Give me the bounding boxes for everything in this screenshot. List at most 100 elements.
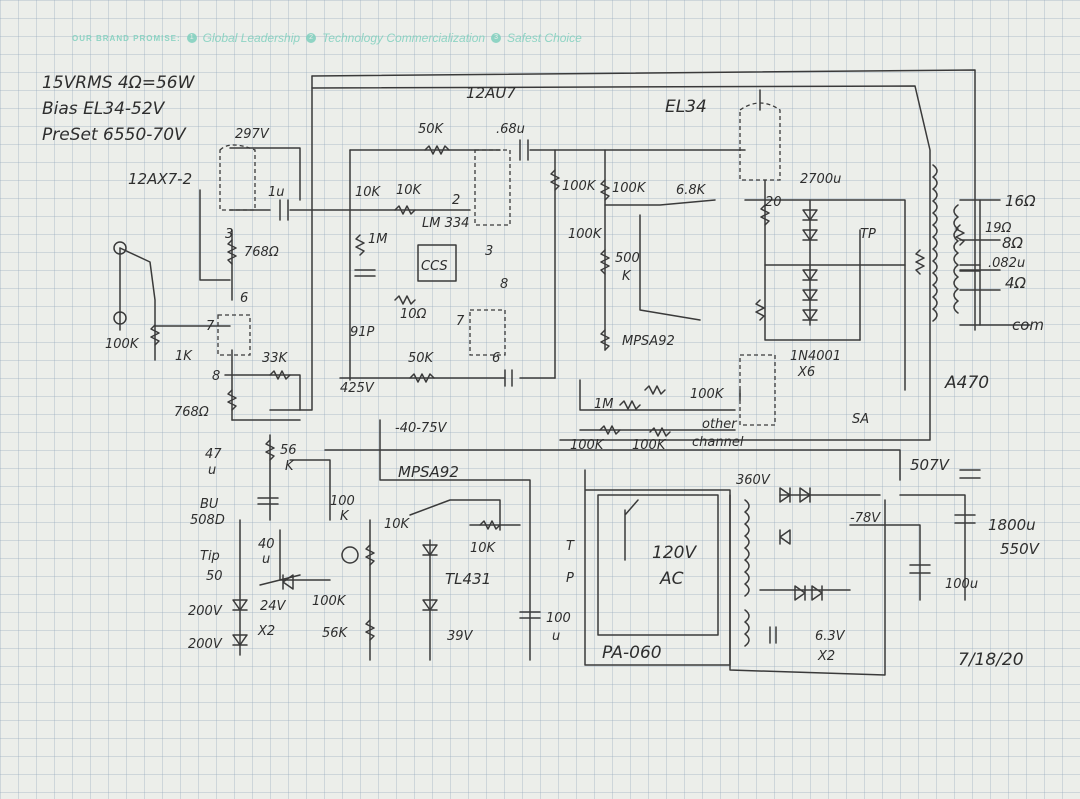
label-297v: 297V (235, 127, 270, 142)
label-pin-8-ax7: 8 (212, 369, 220, 384)
brand-item-number-2: 2 (306, 33, 317, 43)
label-40-unit: u (262, 552, 270, 567)
label-com: com (1012, 316, 1044, 334)
label-550v: 550V (1000, 540, 1041, 558)
label-tip: Tip (200, 549, 220, 564)
brand-item-2: Technology Commercialization (322, 31, 486, 45)
tube-el34-bottom (739, 354, 776, 426)
label-40-75v: -40-75V (395, 421, 447, 436)
label-33k: 33K (262, 351, 289, 366)
label-mpsa92-b: MPSA92 (398, 463, 459, 481)
label-date: 7/18/20 (958, 650, 1024, 670)
tube-envelopes (217, 102, 781, 426)
label-100k-low: 100K (312, 594, 347, 609)
label-tp2-t: T (566, 539, 575, 554)
label-6-8k: 6.8K (676, 183, 707, 198)
label-47-unit: u (208, 463, 216, 478)
label-sa: SA (852, 412, 869, 427)
label-500: 500 (615, 251, 640, 266)
label-bu: BU (200, 497, 219, 512)
brand-promise-header: OUR BRAND PROMISE: 1 Global Leadership 2… (72, 30, 582, 46)
label-100-side: 100 (330, 494, 355, 509)
label-tp2-p: P (566, 571, 574, 586)
tube-12ax7-top (219, 144, 256, 211)
tube-12au7-top (474, 149, 511, 226)
note-preset: PreSet 6550-70V (42, 125, 187, 145)
label-508d: 508D (190, 513, 225, 528)
labels: 15VRMS 4Ω=56W Bias EL34-52V PreSet 6550-… (42, 73, 1044, 670)
label-507v: 507V (910, 456, 951, 474)
brand-promise-lead: OUR BRAND PROMISE: (72, 33, 181, 43)
label-100k-b: 100K (612, 181, 647, 196)
diodes (232, 209, 823, 646)
transformer-label: A470 (944, 373, 989, 393)
label-100u: 100 (546, 611, 571, 626)
label-768-lower: 768Ω (174, 405, 209, 420)
label-10k-b: 10K (396, 183, 423, 198)
label-100-side-unit: K (340, 509, 350, 524)
tube-12ax7-bottom (217, 314, 251, 356)
label-120v: 120V (652, 543, 697, 563)
label-78v: -78V (850, 511, 881, 526)
label-tp: TP (860, 227, 876, 242)
label-1k: 1K (175, 349, 193, 364)
label-68u: .68u (496, 122, 525, 137)
resistors (150, 145, 965, 641)
label-pin-7-au7: 7 (456, 314, 465, 329)
power-transformer (744, 499, 750, 647)
label-1n4001: 1N4001 (790, 349, 841, 364)
brand-item-1: Global Leadership (202, 31, 301, 45)
label-500-unit: K (622, 269, 632, 284)
label-200v-2: 200V (188, 637, 223, 652)
label-100k-a: 100K (562, 179, 597, 194)
label-47: 47 (205, 447, 222, 462)
label-40: 40 (258, 537, 275, 552)
power-switch (624, 499, 639, 561)
label-10k-c: 10K (384, 517, 411, 532)
ccs-label: CCS (421, 259, 448, 274)
brand-item-number-1: 1 (186, 33, 197, 43)
label-082u: .082u (988, 256, 1025, 271)
label-425v: 425V (340, 381, 375, 396)
label-20r: 20 (765, 195, 782, 210)
lm334-label: LM 334 (422, 216, 469, 231)
label-1800u: 1800u (988, 516, 1036, 534)
label-56: 56 (280, 443, 297, 458)
label-39v: 39V (447, 629, 474, 644)
label-6-3v: 6.3V (815, 629, 846, 644)
label-56k-low: 56K (322, 626, 349, 641)
label-pin-6-ax7: 6 (240, 291, 248, 306)
label-1u: 1u (268, 185, 285, 200)
label-pin-7-ax7: 7 (206, 319, 215, 334)
note-power: 15VRMS 4Ω=56W (42, 73, 196, 93)
label-200v-1: 200V (188, 604, 223, 619)
label-100k-e: 100K (632, 438, 667, 453)
label-19r: 19Ω (985, 221, 1012, 236)
label-pin-3-au7: 3 (485, 244, 493, 259)
label-2700u: 2700u (800, 172, 841, 187)
label-100k-c: 100K (568, 227, 603, 242)
note-bias: Bias EL34-52V (42, 99, 166, 119)
label-50: 50 (206, 569, 223, 584)
label-pin-6-au7: 6 (492, 351, 500, 366)
brand-item-number-3: 3 (491, 33, 502, 43)
label-10k-d: 10K (470, 541, 497, 556)
label-24v: 24V (260, 599, 287, 614)
label-1m-b: 1M (594, 397, 614, 412)
label-50k-low: 50K (408, 351, 435, 366)
label-x2-zener: X2 (257, 624, 275, 639)
label-mpsa92-a: MPSA92 (622, 334, 675, 349)
label-91p: 91P (350, 325, 375, 340)
label-8r: 8Ω (1002, 234, 1024, 252)
label-tl431: TL431 (445, 570, 491, 588)
output-transformer (932, 164, 959, 322)
label-100u-psu: 100u (945, 577, 978, 592)
label-pin-8-au7: 8 (500, 277, 508, 292)
label-768-upper: 768Ω (244, 245, 279, 260)
label-pa060: PA-060 (602, 643, 662, 663)
label-x2-heater: X2 (817, 649, 835, 664)
capacitors (257, 139, 981, 644)
label-1m-a: 1M (368, 232, 388, 247)
